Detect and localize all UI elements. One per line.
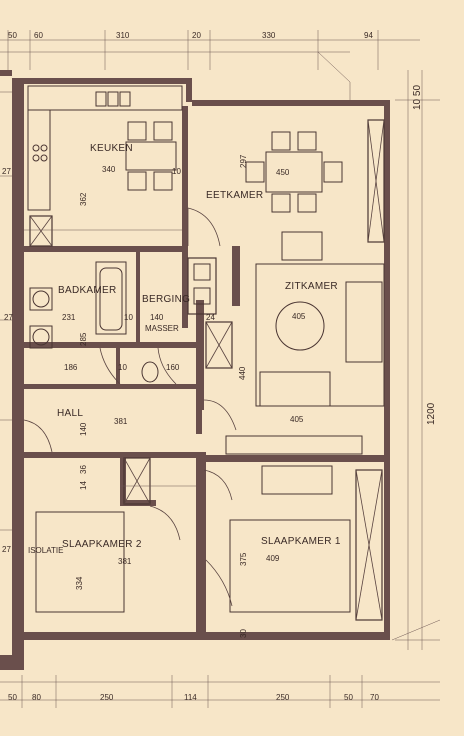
dim-keuken-h: 362 xyxy=(79,192,88,206)
dim-eet-w: 450 xyxy=(276,168,290,177)
room-label-badkamer: BADKAMER xyxy=(58,285,117,296)
dim-s2-w: 381 xyxy=(118,557,132,566)
room-label-hall: HALL xyxy=(57,408,83,419)
bottom-dim-7: 70 xyxy=(370,693,379,702)
dim-27a: 27 xyxy=(2,167,11,176)
dim-zit-w: 405 xyxy=(290,415,304,424)
bottom-dim-5: 250 xyxy=(276,693,290,702)
living-room-furniture xyxy=(255,231,385,407)
top-dim-4: 20 xyxy=(192,31,201,40)
dim-wc-w: 160 xyxy=(166,363,180,372)
room-label-slaapkamer2: SLAAPKAMER 2 xyxy=(62,539,142,550)
room-label-keuken: KEUKEN xyxy=(90,143,133,154)
dim-27c: 27 xyxy=(2,545,11,554)
dim-zit-h: 440 xyxy=(238,366,247,380)
kitchen-counter xyxy=(27,85,183,211)
dim-bad-h: 285 xyxy=(79,332,88,346)
room-label-eetkamer: EETKAMER xyxy=(206,190,263,201)
top-dim-5: 330 xyxy=(262,31,276,40)
interior-walls xyxy=(24,106,386,638)
dim-zit-table: 405 xyxy=(292,312,306,321)
dim-10c: 10 xyxy=(118,363,127,372)
windows xyxy=(29,119,385,621)
dim-27b: 27 xyxy=(4,313,13,322)
bottom-dim-1: 50 xyxy=(8,693,17,702)
room-label-zitkamer: ZITKAMER xyxy=(285,281,338,292)
dim-s1-h: 375 xyxy=(239,552,248,566)
dim-14: 14 xyxy=(79,481,88,490)
bottom-dim-2: 80 xyxy=(32,693,41,702)
kitchen-table xyxy=(125,121,177,191)
right-dimension-chain: 10 50 1200 xyxy=(395,70,440,650)
right-dim-total: 1200 xyxy=(426,402,437,425)
washing-machine xyxy=(187,257,217,315)
dim-hall-w: 381 xyxy=(114,417,128,426)
dim-30: 30 xyxy=(239,629,248,638)
room-label-berging: BERGING xyxy=(142,294,190,305)
top-dim-1: 50 xyxy=(8,31,17,40)
door-swings xyxy=(23,207,237,607)
bottom-dim-3: 250 xyxy=(100,693,114,702)
room-label-isolatie: ISOLATIE xyxy=(28,546,63,555)
dim-s1-w: 409 xyxy=(266,554,280,563)
dim-berg-w: 140 xyxy=(150,313,164,322)
top-dim-6: 94 xyxy=(364,31,373,40)
dim-10a: 10 xyxy=(172,167,181,176)
dining-table xyxy=(245,131,343,213)
dim-bad-w: 231 xyxy=(62,313,76,322)
dim-eet-h: 297 xyxy=(239,154,248,168)
room-label-slaapkamer1: SLAAPKAMER 1 xyxy=(261,536,341,547)
bottom-dim-6: 50 xyxy=(344,693,353,702)
construction-lines xyxy=(0,51,441,641)
right-dim-top: 10 50 xyxy=(412,85,423,110)
dim-left-186: 186 xyxy=(64,363,78,372)
dim-hall-h: 140 xyxy=(79,422,88,436)
dim-keuken-w: 340 xyxy=(102,165,116,174)
top-dimension-chain: 50 60 310 20 330 94 xyxy=(0,30,420,70)
dim-s2-h: 334 xyxy=(75,576,84,590)
dim-10b: 10 xyxy=(124,313,133,322)
dim-24: 24 xyxy=(206,313,215,322)
exterior-walls xyxy=(0,70,390,670)
dim-36: 36 xyxy=(79,465,88,474)
top-dim-2: 60 xyxy=(34,31,43,40)
top-dim-3: 310 xyxy=(116,31,130,40)
room-label-masser: MASSER xyxy=(145,324,179,333)
bottom-dim-4: 114 xyxy=(184,693,197,702)
bottom-dimension-chain: 50 80 250 114 250 50 70 xyxy=(0,675,440,708)
bedroom-furniture xyxy=(35,435,363,613)
bathroom-fixtures xyxy=(29,261,159,383)
